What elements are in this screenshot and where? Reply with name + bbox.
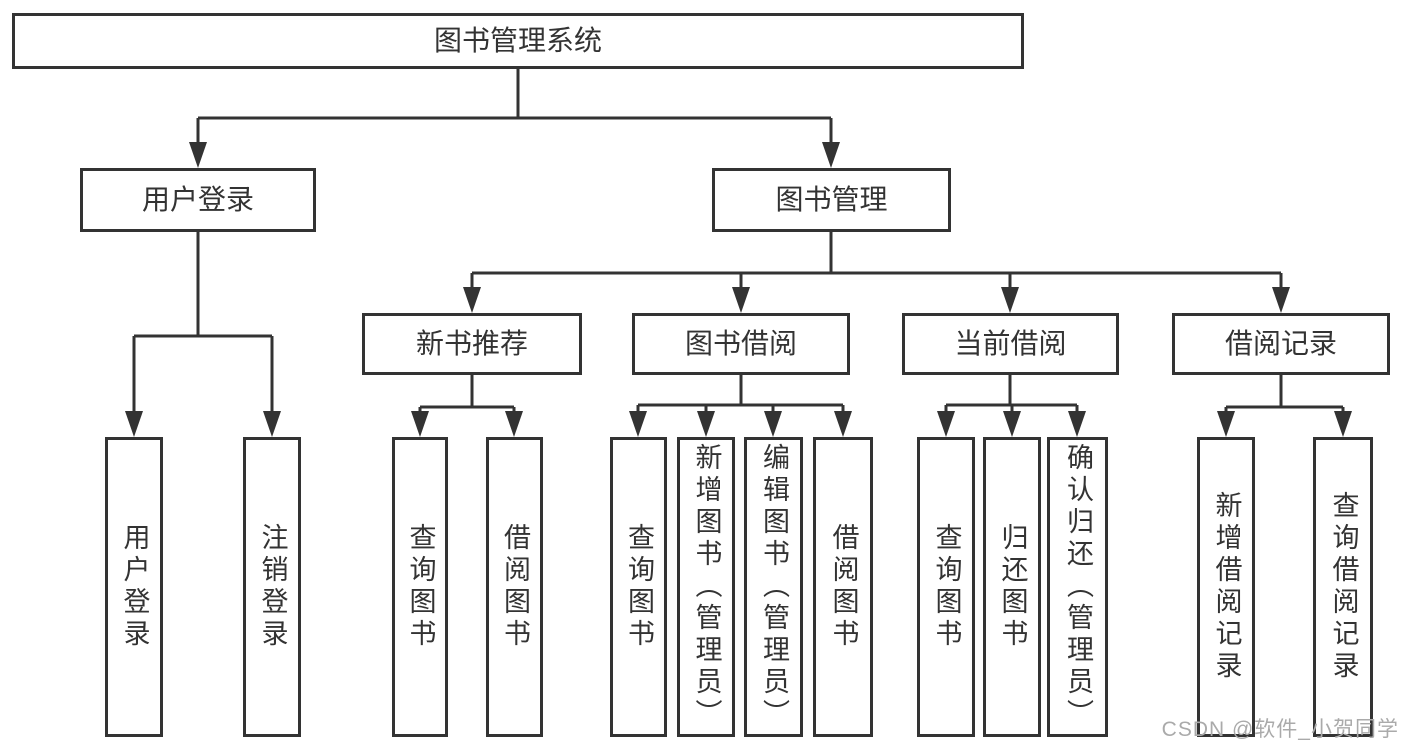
- connector-arrowhead: [629, 411, 647, 437]
- node-label: 新书推荐: [415, 328, 528, 359]
- connector-arrowhead: [189, 142, 207, 168]
- node-label: 图书管理: [775, 184, 888, 215]
- connector-arrowhead: [505, 411, 523, 437]
- connector-arrowhead: [1001, 287, 1019, 313]
- connector-arrowhead: [937, 411, 955, 437]
- node-new-book-recommend: 新书推荐: [362, 313, 582, 375]
- csdn-watermark: CSDN @软件_小贺同学: [1161, 718, 1399, 741]
- node-label: 确认归还（管理员）: [1063, 443, 1093, 731]
- connector-arrowhead: [1217, 411, 1235, 437]
- node-root: 图书管理系统: [12, 13, 1024, 69]
- node-cb-query-books: 查询图书: [917, 437, 975, 737]
- node-bb-edit-books-admin: 编辑图书（管理员）: [744, 437, 803, 737]
- node-logout: 注销登录: [243, 437, 301, 737]
- connector-arrowhead: [1334, 411, 1352, 437]
- connector-arrowhead: [697, 411, 715, 437]
- node-user-login-leaf: 用户登录: [105, 437, 163, 737]
- node-user-login: 用户登录: [80, 168, 316, 232]
- node-label: 用户登录: [119, 523, 150, 651]
- node-bb-query-books: 查询图书: [610, 437, 667, 737]
- node-label: 新增借阅记录: [1211, 491, 1242, 683]
- node-label: 查询借阅记录: [1328, 491, 1359, 683]
- connector-arrowhead: [764, 411, 782, 437]
- node-label: 图书借阅: [684, 328, 797, 359]
- node-nbr-borrow-books: 借阅图书: [486, 437, 543, 737]
- node-label: 查询图书: [624, 523, 654, 651]
- connector-arrowhead: [263, 411, 281, 437]
- connector-arrowhead: [822, 142, 840, 168]
- node-label: 借阅图书: [500, 523, 530, 651]
- node-label: 查询图书: [405, 523, 436, 651]
- node-label: 编辑图书（管理员）: [759, 443, 789, 731]
- node-borrow-records: 借阅记录: [1172, 313, 1390, 375]
- node-current-borrow: 当前借阅: [902, 313, 1119, 375]
- node-label: 查询图书: [931, 523, 962, 651]
- node-book-management: 图书管理: [712, 168, 951, 232]
- node-label: 图书管理系统: [433, 25, 602, 56]
- connector-arrowhead: [732, 287, 750, 313]
- node-label: 借阅图书: [828, 523, 859, 651]
- node-bb-borrow-books: 借阅图书: [813, 437, 873, 737]
- connector-arrowhead: [1003, 411, 1021, 437]
- connector-arrowhead: [834, 411, 852, 437]
- connector-arrowhead: [411, 411, 429, 437]
- node-label: 注销登录: [257, 523, 288, 651]
- connector-arrowhead: [463, 287, 481, 313]
- connector-arrowhead: [125, 411, 143, 437]
- node-br-add-record: 新增借阅记录: [1197, 437, 1255, 737]
- node-nbr-query-books: 查询图书: [392, 437, 448, 737]
- node-cb-confirm-return-admin: 确认归还（管理员）: [1047, 437, 1108, 737]
- node-label: 借阅记录: [1224, 328, 1337, 359]
- connector-arrowhead: [1068, 411, 1086, 437]
- node-label: 归还图书: [997, 523, 1028, 651]
- node-label: 用户登录: [141, 184, 254, 215]
- node-cb-return-books: 归还图书: [983, 437, 1041, 737]
- node-bb-add-books-admin: 新增图书（管理员）: [677, 437, 735, 737]
- node-br-query-record: 查询借阅记录: [1313, 437, 1373, 737]
- node-label: 新增图书（管理员）: [691, 443, 722, 731]
- connector-arrowhead: [1272, 287, 1290, 313]
- node-book-borrow: 图书借阅: [632, 313, 850, 375]
- node-label: 当前借阅: [954, 328, 1067, 359]
